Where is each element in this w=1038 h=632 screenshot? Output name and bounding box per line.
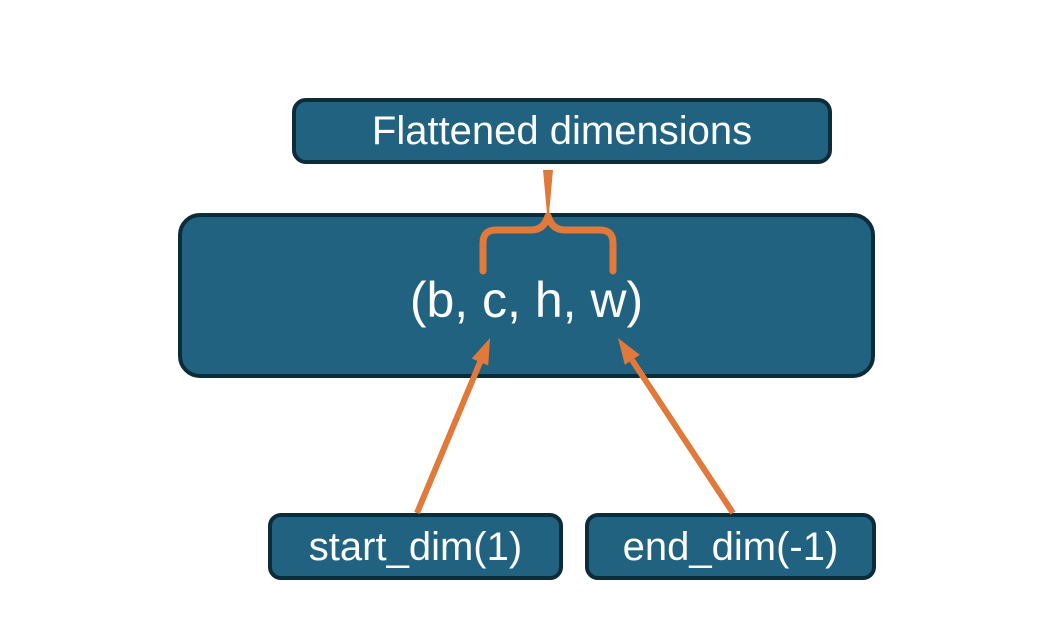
brace-stem-icon: [543, 170, 553, 214]
start-dim-label: start_dim(1): [308, 524, 523, 569]
start-dim-box: start_dim(1): [268, 513, 563, 580]
flattened-dimensions-label: Flattened dimensions: [371, 109, 753, 153]
flattened-dimensions-box: Flattened dimensions: [292, 98, 832, 164]
start-dim-arrow-line: [414, 358, 484, 515]
end-dim-arrow-line: [629, 358, 736, 515]
tensor-shape-label: (b, c, h, w): [409, 271, 644, 328]
end-dim-label: end_dim(-1): [622, 524, 839, 569]
end-dim-box: end_dim(-1): [585, 513, 876, 580]
tensor-shape-box: (b, c, h, w): [178, 213, 875, 378]
